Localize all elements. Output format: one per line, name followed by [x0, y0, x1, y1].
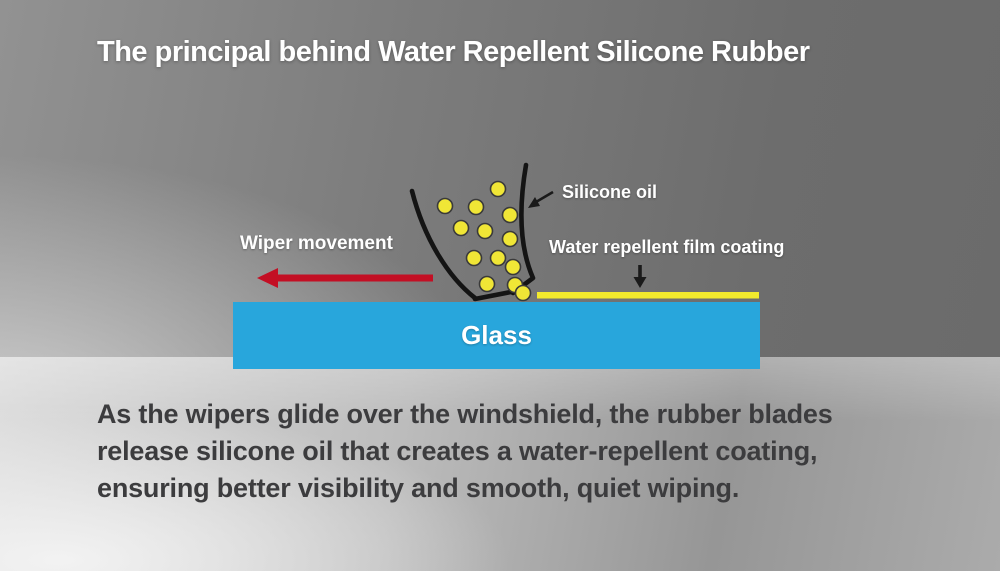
film-coating-line [537, 292, 759, 299]
oil-droplet [489, 180, 507, 198]
wiper-movement-label: Wiper movement [240, 233, 393, 254]
oil-droplet [478, 275, 496, 293]
oil-droplet [489, 249, 507, 267]
caption-line-1: As the wipers glide over the windshield,… [97, 399, 833, 429]
oil-droplet [476, 222, 494, 240]
rubber-blade-outline [409, 162, 536, 302]
oil-droplet [514, 284, 532, 302]
blade-right-edge [510, 162, 536, 296]
blade-bottom-edge [472, 289, 514, 302]
silicone-oil-pointer-head [528, 197, 540, 208]
glass-surface [233, 302, 760, 369]
oil-droplet [436, 197, 454, 215]
film-coating-pointer-arrow [633, 265, 647, 288]
windshield-photo-band [0, 357, 1000, 571]
caption-line-2: release silicone oil that creates a wate… [97, 436, 818, 466]
blade-left-edge [409, 188, 478, 301]
film-coating-label: Water repellent film coating [549, 237, 785, 257]
silicone-oil-pointer-arrow [528, 190, 554, 208]
page-title: The principal behind Water Repellent Sil… [97, 36, 810, 68]
silicone-oil-droplets [436, 180, 532, 302]
oil-droplet [467, 198, 485, 216]
caption-line-3: ensuring better visibility and smooth, q… [97, 473, 740, 503]
wiper-movement-arrow [257, 268, 433, 288]
oil-droplet [501, 206, 519, 224]
oil-droplet [465, 249, 483, 267]
oil-droplet [452, 219, 470, 237]
film-coating-pointer-head [633, 277, 647, 288]
caption-text: As the wipers glide over the windshield,… [97, 396, 833, 507]
gray-gradient-background [0, 0, 1000, 357]
glass-label: Glass [461, 320, 532, 350]
oil-droplet [504, 258, 522, 276]
silicone-oil-label: Silicone oil [562, 182, 658, 202]
oil-droplet [501, 230, 519, 248]
silicone-oil-pointer-shaft [535, 190, 554, 204]
